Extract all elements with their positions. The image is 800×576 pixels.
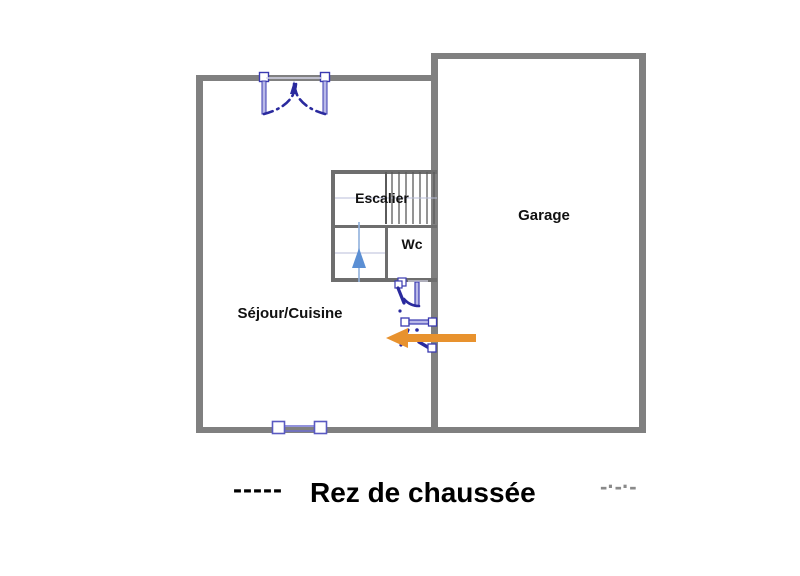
plan-background [196,53,646,433]
wall-partition-garage [431,53,438,433]
wall-stair-top [331,170,437,174]
door-garage-hinge-2 [427,317,438,327]
room-label-escalier: Escalier [355,190,409,206]
door-swing-arrow [290,81,298,94]
wall-wc-left [385,225,388,282]
french-door-top [258,71,331,116]
wall-stair-bottom [331,278,437,282]
door-wc-swing [402,297,421,308]
door-garage-access [400,317,438,327]
door-leaf-right [322,80,328,115]
door-sejour-upper [394,280,406,313]
window-jamb-left [271,420,286,435]
door-sejour-lower-hinge [427,343,437,353]
wall-right-exterior [639,53,646,433]
wall-top-right-exterior [431,53,646,59]
door-garage-hinge [400,317,410,327]
door-leaf-hinge-left [258,71,270,83]
door-leaf-hinge-right [319,71,331,83]
window-bottom [271,420,328,435]
window-jamb-right [313,420,328,435]
access-flow-arrow [386,328,476,348]
door-sejour-upper-dot [398,309,402,313]
room-label-garage: Garage [518,207,570,224]
stair-wc-block [331,170,437,282]
stair-direction-arrow [352,222,366,282]
wall-left-exterior [196,75,203,433]
interior-partition-walls [431,53,438,433]
caption-right-dashes: -·-·- [600,474,637,499]
wall-bottom-exterior [196,427,646,433]
door-sejour-upper-leaf [396,286,406,305]
room-label-sejour-cuisine: Séjour/Cuisine [237,305,342,322]
access-arrow-head [386,328,408,348]
door-sejour-lower-dot [415,328,419,332]
wall-wc-top [385,225,437,228]
plan-caption: ----- Rez de chaussée -·-·- [233,474,637,508]
door-leaf-left [261,80,267,115]
caption-title: Rez de chaussée [310,477,536,508]
caption-left-dashes: ----- [233,474,283,504]
room-label-wc: Wc [402,236,423,252]
access-arrow-shaft [404,334,476,342]
door-wc-leaf [414,281,420,307]
